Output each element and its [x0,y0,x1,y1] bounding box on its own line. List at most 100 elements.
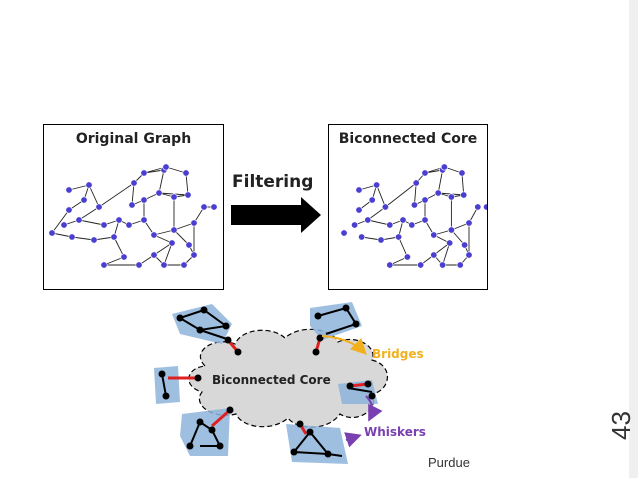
network-node [410,201,418,209]
network-node [412,179,420,187]
footer-text: Purdue [428,455,470,470]
filtering-label: Filtering [232,172,314,192]
network-node [483,203,487,211]
network-node [458,169,466,177]
network-edge [376,184,386,208]
network-node [210,203,218,211]
network-node [135,261,143,269]
network-node [386,261,394,269]
network-node [417,261,425,269]
network-edge [173,229,190,246]
network-edge [385,182,417,208]
network-node [447,193,455,201]
network-edge [163,242,173,266]
network-node [351,221,359,229]
network-node [95,203,103,211]
network-node [421,196,429,204]
network-edge [398,236,408,258]
biconnected-core-title: Biconnected Core [338,131,478,147]
network-edge [185,172,189,196]
network-node [120,253,128,261]
bridges-arrow [321,335,367,355]
bridges-label: Bridges [372,347,424,361]
network-node [75,216,83,224]
network-node [440,163,448,171]
network-node [434,189,442,197]
network-node [140,216,148,224]
network-node [168,239,176,247]
bridges-whiskers-diagram: Biconnected Core [154,302,426,464]
network-edge [78,206,100,221]
network-node [456,261,464,269]
network-edge [131,182,135,206]
original-graph-network [48,163,218,269]
network-node [68,233,76,241]
network-node [399,216,407,224]
network-node [65,186,73,194]
network-edge [98,182,135,208]
network-node [65,206,73,214]
network-edge [173,222,195,231]
filtering-arrow [231,197,321,233]
network-node [403,253,411,261]
whiskers-arrow [365,395,383,422]
network-node [140,169,148,177]
network-node [460,191,468,199]
network-node [465,251,473,259]
network-node [386,221,394,229]
network-node [180,261,188,269]
diagram-nodes [158,304,376,458]
network-node [155,189,163,197]
network-node [200,203,208,211]
network-node [461,241,469,249]
network-node [170,193,178,201]
network-node [110,233,118,241]
network-node [421,169,429,177]
network-node [80,196,88,204]
network-node [446,239,454,247]
network-edge [367,219,390,226]
network-node [373,181,381,189]
network-node [447,226,455,234]
network-node [439,261,447,269]
network-node [377,236,385,244]
network-edge [88,184,100,208]
network-node [90,236,98,244]
network-node [395,233,403,241]
network-node [182,169,190,177]
network-node [340,229,348,237]
network-node [430,251,438,259]
core-graph-network [340,163,487,269]
network-edge [153,242,173,256]
network-edge [367,206,386,221]
network-node [190,219,198,227]
right-edge-bar [629,0,638,478]
network-node [474,203,482,211]
biconnected-core-panel: Biconnected Core [328,124,488,290]
core-cloud-label: Biconnected Core [212,373,331,387]
network-node [430,231,438,239]
network-node [408,221,416,229]
whiskers-arrow-2 [344,432,362,448]
network-node [140,196,148,204]
network-node [160,261,168,269]
network-edge [113,236,125,258]
network-node [364,216,372,224]
network-edge [51,209,70,234]
network-node [185,241,193,249]
network-node [355,186,363,194]
network-node [128,201,136,209]
network-edge [413,182,417,206]
original-graph-panel: Original Graph [43,124,224,290]
network-node [150,251,158,259]
network-node [115,216,123,224]
network-edge [103,256,125,266]
network-node [184,191,192,199]
original-graph-title: Original Graph [75,131,192,147]
network-edge [442,242,451,266]
network-node [358,233,366,241]
slide-number: 43 [606,411,636,440]
network-node [60,221,68,229]
network-node [48,229,56,237]
whiskers-label: Whiskers [364,425,426,439]
